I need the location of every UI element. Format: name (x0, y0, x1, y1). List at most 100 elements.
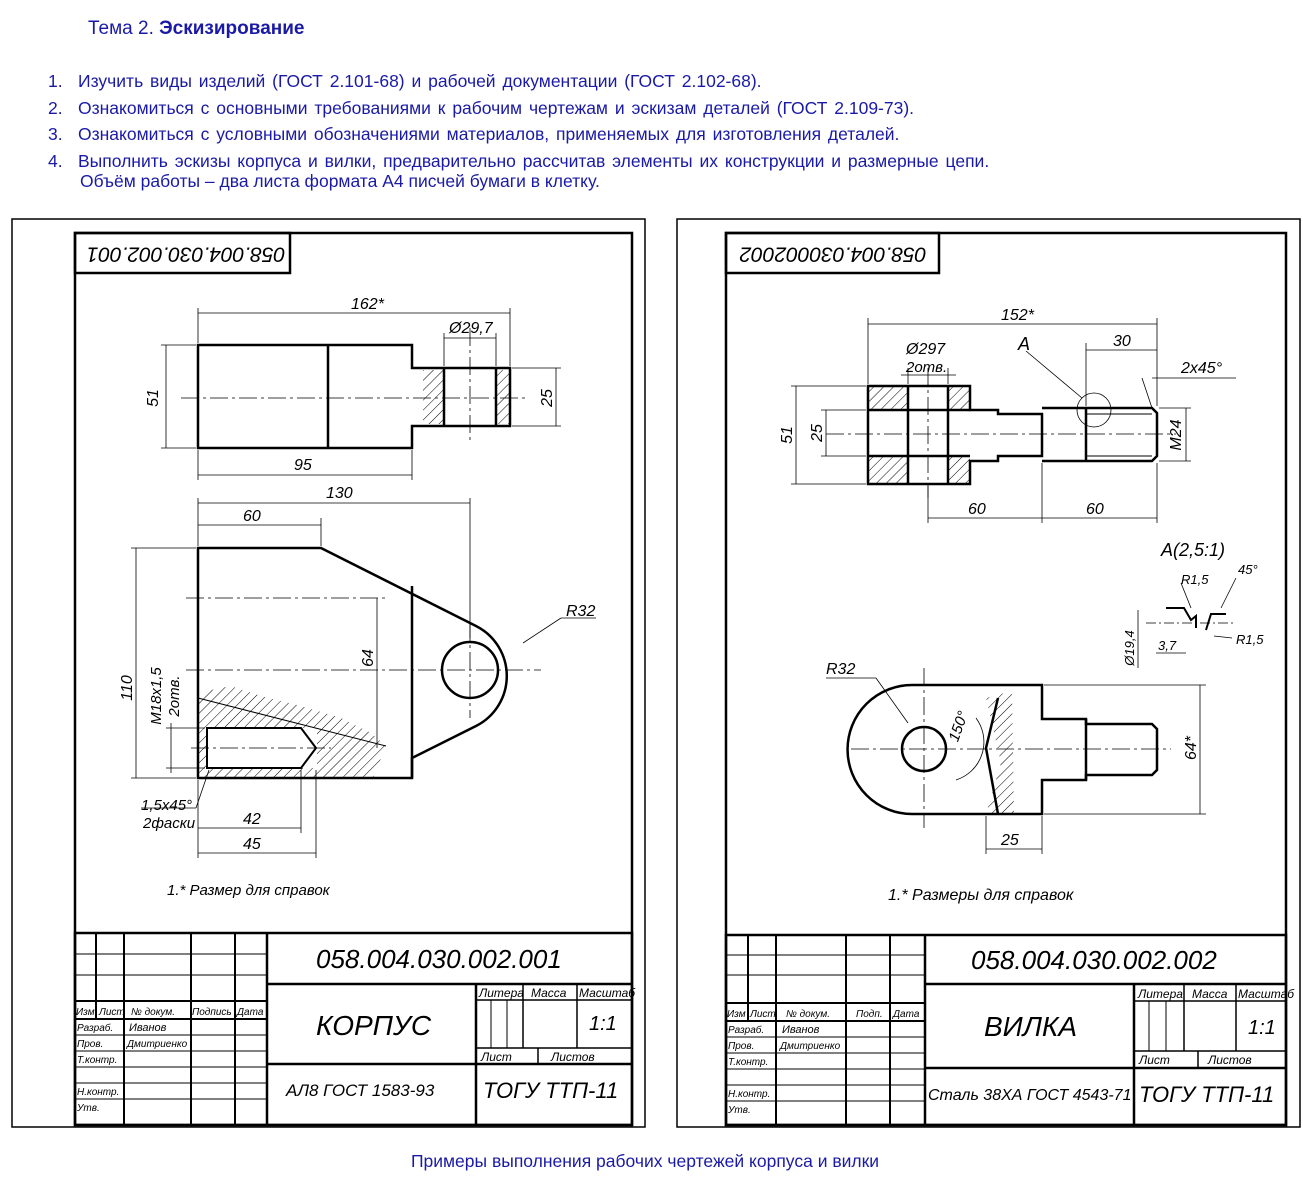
stamp-razrab-name: Иванов (782, 1024, 820, 1036)
stamp-razrab: Разраб. (77, 1022, 113, 1034)
drawing-sheet-korpus: 058.004.030.002.001 162* Ø29,7 51 25 95 (11, 218, 646, 1128)
task-text: Изучить виды изделий (ГОСТ 2.101-68) и р… (78, 71, 762, 91)
stamp-litera: Литера (478, 986, 524, 1000)
dim-r32: R32 (566, 603, 595, 620)
stamp-tkontr: Т.контр. (728, 1057, 768, 1068)
drawing-sheet-vilka: 058.004.030002002 (676, 218, 1301, 1128)
detail-callout-a: А (1017, 334, 1030, 354)
dim-m24: M24 (1168, 419, 1185, 450)
stamp-prov: Пров. (77, 1039, 103, 1050)
stamp-list-col: Лист (98, 1007, 125, 1018)
stamp-masshtab: Масштаб (579, 986, 636, 1000)
stamp-utv: Утв. (76, 1103, 100, 1114)
task-number: 2. (48, 97, 63, 118)
stamp-material: Сталь 38ХА ГОСТ 4543-71 (928, 1087, 1131, 1104)
stamp-ndokum: № докум. (131, 1007, 175, 1018)
dim-60-left: 60 (968, 501, 986, 518)
stamp-tkontr: Т.контр. (77, 1055, 117, 1066)
dim-95: 95 (294, 457, 312, 474)
stamp-utv: Утв. (727, 1105, 751, 1116)
stamp-list: Лист (480, 1050, 512, 1064)
stamp-izm: Изм (727, 1009, 746, 1020)
stamp-list: Лист (1138, 1053, 1170, 1067)
dim-130: 130 (326, 485, 353, 502)
work-volume: Объём работы – два листа формата А4 писч… (80, 171, 600, 191)
stamp-code: 058.004.030.002.001 (316, 944, 562, 974)
sheet-code-rotated: 058.004.030002002 (739, 242, 926, 265)
figure-caption: Примеры выполнения рабочих чертежей корп… (410, 1151, 880, 1171)
dim-m18: M18x1,5 (148, 667, 165, 725)
stamp-code: 058.004.030.002.002 (971, 945, 1217, 975)
dim-hole-dia: Ø297 (905, 341, 946, 358)
dim-hole-count: 2отв. (905, 359, 947, 376)
drawing-note: 1.* Размеры для справок (888, 887, 1075, 904)
dim-m18-holes: 2отв. (166, 675, 183, 717)
stamp-massa: Масса (531, 986, 567, 1000)
stamp-org: ТОГУ ТТП-11 (483, 1078, 618, 1103)
dim-60-right: 60 (1086, 501, 1104, 518)
dim-64: 64 (360, 649, 377, 667)
dim-162: 162* (351, 296, 385, 313)
stamp-izm: Изм (76, 1007, 95, 1018)
task-item: 4. Выполнить эскизы корпуса и вилки, пред… (48, 148, 989, 175)
stamp-org: ТОГУ ТТП-11 (1139, 1082, 1274, 1107)
dim-25: 25 (809, 424, 826, 443)
task-text: Выполнить эскизы корпуса и вилки, предва… (78, 150, 990, 171)
dim-chamfer: 2x45° (1180, 360, 1223, 377)
topic-title: Эскизирование (159, 18, 305, 39)
dim-29: Ø29,7 (448, 320, 494, 337)
stamp-podpis: Подпись (192, 1007, 232, 1018)
dim-30: 30 (1113, 333, 1131, 350)
task-text: Ознакомиться с условными обозначениями м… (78, 124, 900, 144)
stamp-prov: Пров. (728, 1041, 754, 1052)
topic-prefix: Тема 2. (88, 18, 154, 39)
stamp-material: АЛ8 ГОСТ 1583-93 (285, 1081, 435, 1100)
task-number: 4. (48, 150, 63, 171)
dim-25: 25 (539, 389, 556, 408)
dim-r15-bottom: R1,5 (1236, 632, 1264, 647)
dim-51: 51 (145, 389, 162, 407)
stamp-list-col: Лист (749, 1009, 776, 1020)
dim-25-bottom: 25 (1000, 832, 1019, 849)
stamp-listov: Листов (1207, 1053, 1252, 1067)
stamp-scale: 1:1 (1248, 1017, 1276, 1039)
stamp-nkontr: Н.контр. (77, 1087, 119, 1098)
stamp-part-name: КОРПУС (316, 1010, 432, 1041)
stamp-razrab: Разраб. (728, 1024, 764, 1036)
dim-60: 60 (243, 508, 261, 525)
stamp-podpis: Подп. (856, 1009, 883, 1020)
dim-chamfer: 1,5x45° (141, 797, 192, 814)
stamp-razrab-name: Иванов (129, 1022, 167, 1034)
task-item: 1.Изучить виды изделий (ГОСТ 2.101-68) и… (48, 68, 989, 95)
dim-3-7: 3,7 (1158, 638, 1177, 653)
dim-chamfer-count: 2фаски (142, 815, 196, 832)
task-text: Ознакомиться с основными требованиями к … (78, 97, 915, 118)
stamp-part-name: ВИЛКА (984, 1011, 1077, 1042)
dim-152: 152* (1001, 307, 1035, 324)
sheet-code-rotated: 058.004.030.002.001 (87, 242, 286, 265)
dim-d194: Ø19,4 (1122, 630, 1137, 666)
stamp-data: Дата (892, 1009, 920, 1020)
task-item: 2. Ознакомиться с основными требованиями … (48, 95, 989, 122)
dim-64: 64* (1183, 735, 1200, 760)
stamp-ndokum: № докум. (786, 1009, 830, 1020)
stamp-masshtab: Масштаб (1238, 987, 1295, 1001)
stamp-litera: Литера (1137, 987, 1183, 1001)
dim-r15-top: R1,5 (1181, 572, 1209, 587)
dim-45: 45 (243, 836, 261, 853)
stamp-listov: Листов (550, 1050, 595, 1064)
task-item: 3. Ознакомиться с условными обозначениями… (48, 121, 989, 148)
task-list: 1.Изучить виды изделий (ГОСТ 2.101-68) и… (48, 68, 989, 174)
stamp-scale: 1:1 (589, 1013, 617, 1035)
drawing-note: 1.* Размер для справок (167, 882, 331, 899)
stamp-massa: Масса (1192, 987, 1228, 1001)
dim-110: 110 (119, 675, 136, 701)
stamp-prov-name: Дмитриенко (126, 1039, 188, 1050)
dim-r32: R32 (826, 661, 855, 678)
dim-150deg: 150° (945, 709, 972, 744)
detail-a-title: А(2,5:1) (1160, 540, 1225, 560)
stamp-data: Дата (236, 1007, 264, 1018)
topic-heading: Тема 2. Эскизирование (88, 18, 305, 40)
dim-45deg: 45° (1238, 562, 1258, 577)
task-number: 3. (48, 124, 63, 144)
